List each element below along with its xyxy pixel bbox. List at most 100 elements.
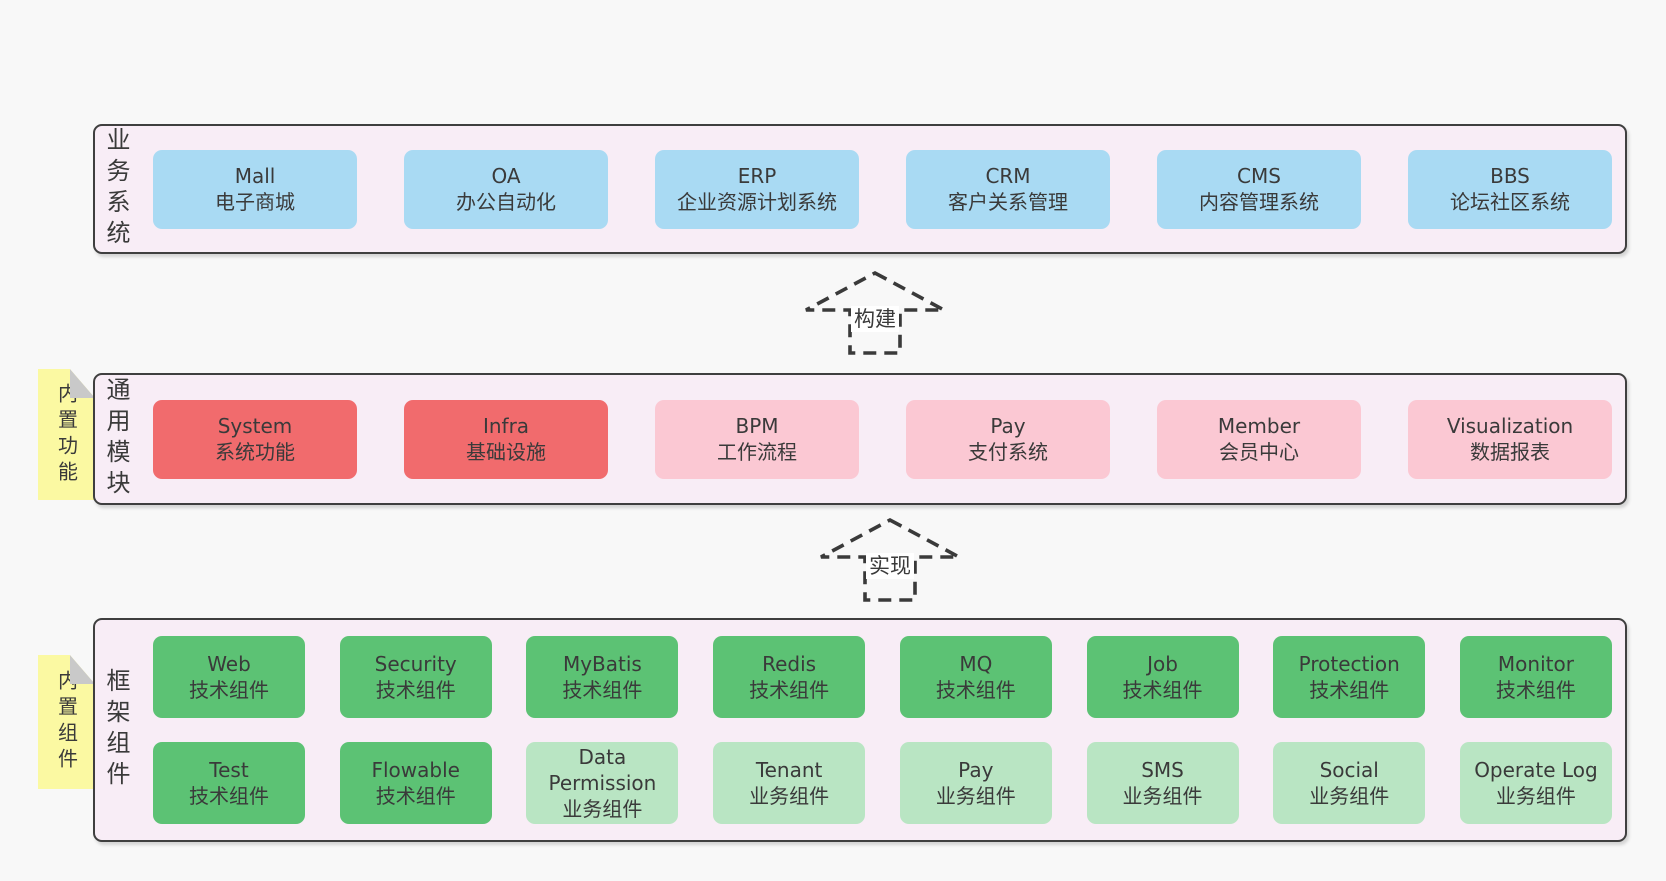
box-subtitle: 技术组件: [562, 678, 643, 702]
box-subtitle: 业务组件: [935, 784, 1016, 808]
box-social: Social 业务组件: [1273, 742, 1426, 824]
layer-business-systems: 业务系统 Mall 电子商城 OA 办公自动化 ERP 企业资源计划系统 CRM…: [93, 124, 1627, 254]
box-title: Mall: [234, 164, 276, 188]
arrow-implement: 实现: [818, 517, 962, 603]
box-crm: CRM 客户关系管理: [906, 149, 1110, 229]
box-title: Web: [207, 652, 251, 676]
box-subtitle: 技术组件: [375, 784, 456, 808]
box-subtitle: 技术组件: [189, 678, 269, 702]
box-title: CMS: [1237, 164, 1281, 188]
layer-label: 业务系统: [102, 127, 130, 251]
box-title: MyBatis: [562, 652, 642, 676]
box-subtitle: 技术组件: [1122, 678, 1203, 702]
box-subtitle: 业务组件: [562, 797, 643, 821]
box-title: Member: [1217, 414, 1301, 438]
layer-content: Web 技术组件 Security 技术组件 MyBatis 技术组件 Redi…: [153, 620, 1612, 840]
box-subtitle: 办公自动化: [456, 190, 556, 214]
box-title: Tenant: [755, 758, 823, 782]
box-subtitle: 技术组件: [189, 784, 269, 808]
box-test: Test 技术组件: [153, 742, 305, 824]
box-title: Redis: [762, 652, 817, 676]
box-subtitle: 数据报表: [1470, 440, 1550, 464]
box-subtitle: 业务组件: [1309, 784, 1390, 808]
box-security: Security 技术组件: [339, 636, 492, 718]
box-subtitle: 工作流程: [717, 440, 797, 464]
arrow-label: 构建: [851, 306, 899, 332]
box-subtitle: 支付系统: [968, 440, 1048, 464]
box-mq: MQ 技术组件: [899, 636, 1052, 718]
box-tenant: Tenant 业务组件: [713, 742, 866, 824]
box-subtitle: 技术组件: [375, 678, 456, 702]
box-subtitle: 技术组件: [1495, 678, 1576, 702]
box-row: Web 技术组件 Security 技术组件 MyBatis 技术组件 Redi…: [153, 636, 1612, 718]
box-visualization: Visualization 数据报表: [1408, 399, 1612, 479]
box-operate-log: Operate Log 业务组件: [1459, 742, 1612, 824]
box-title: Social: [1319, 758, 1379, 782]
box-subtitle: 内容管理系统: [1199, 190, 1319, 214]
box-title: Infra: [482, 414, 530, 438]
box-subtitle: 业务组件: [1122, 784, 1203, 808]
box-mybatis: MyBatis 技术组件: [526, 636, 679, 718]
layer-content: System 系统功能 Infra 基础设施 BPM 工作流程 Pay 支付系统…: [153, 375, 1612, 503]
box-subtitle: 电子商城: [215, 190, 295, 214]
box-title: Security: [374, 652, 457, 676]
dashed-up-arrow-icon: [820, 517, 960, 602]
box-title: Protection: [1298, 652, 1400, 676]
box-subtitle: 企业资源计划系统: [677, 190, 837, 214]
box-bbs: BBS 论坛社区系统: [1408, 149, 1612, 229]
box-pay: Pay 支付系统: [906, 399, 1110, 479]
box-row: System 系统功能 Infra 基础设施 BPM 工作流程 Pay 支付系统…: [153, 399, 1612, 479]
box-title: Operate Log: [1474, 758, 1598, 782]
box-sms: SMS 业务组件: [1086, 742, 1239, 824]
layer-common-modules: 通用模块 System 系统功能 Infra 基础设施 BPM 工作流程 Pay…: [93, 373, 1627, 505]
box-subtitle: 客户关系管理: [948, 190, 1068, 214]
box-subtitle: 会员中心: [1219, 440, 1299, 464]
box-title: CRM: [985, 164, 1031, 188]
sticky-note-built-in-components: 内置组件: [38, 655, 95, 789]
box-title: BPM: [735, 414, 779, 438]
box-redis: Redis 技术组件: [713, 636, 866, 718]
layer-label: 通用模块: [102, 377, 130, 501]
box-subtitle: 业务组件: [749, 784, 830, 808]
box-title: System: [217, 414, 293, 438]
box-subtitle: 技术组件: [1309, 678, 1390, 702]
sticky-note-label: 内置功能: [54, 382, 79, 487]
box-subtitle: 技术组件: [749, 678, 830, 702]
box-title: Flowable: [371, 758, 460, 782]
box-monitor: Monitor 技术组件: [1459, 636, 1612, 718]
box-title: SMS: [1141, 758, 1184, 782]
box-member: Member 会员中心: [1157, 399, 1361, 479]
sticky-note-label: 内置组件: [54, 670, 79, 774]
box-erp: ERP 企业资源计划系统: [655, 149, 859, 229]
box-system: System 系统功能: [153, 399, 357, 479]
layer-framework-components: 框架组件 Web 技术组件 Security 技术组件 MyBatis 技术组件…: [93, 618, 1627, 842]
layer-label: 框架组件: [102, 668, 130, 792]
box-title: Job: [1147, 652, 1178, 676]
box-subtitle: 业务组件: [1495, 784, 1576, 808]
box-title: Monitor: [1497, 652, 1574, 676]
box-title: Test: [209, 758, 249, 782]
box-protection: Protection 技术组件: [1273, 636, 1426, 718]
box-row: Test 技术组件 Flowable 技术组件 Data Permission …: [153, 742, 1612, 824]
box-subtitle: 系统功能: [215, 440, 295, 464]
box-cms: CMS 内容管理系统: [1157, 149, 1361, 229]
box-web: Web 技术组件: [153, 636, 305, 718]
box-data-permission: Data Permission 业务组件: [526, 742, 679, 824]
box-subtitle: 论坛社区系统: [1450, 190, 1570, 214]
sticky-note-built-in-functions: 内置功能: [38, 369, 95, 500]
arrow-build: 构建: [803, 270, 947, 356]
box-bpm: BPM 工作流程: [655, 399, 859, 479]
box-title: Visualization: [1446, 414, 1574, 438]
box-flowable: Flowable 技术组件: [339, 742, 492, 824]
box-subtitle: 技术组件: [935, 678, 1016, 702]
box-title: ERP: [737, 164, 777, 188]
box-title: BBS: [1490, 164, 1530, 188]
arrow-label: 实现: [866, 553, 914, 579]
box-pay-business: Pay 业务组件: [899, 742, 1052, 824]
box-title: Data Permission: [548, 745, 657, 795]
box-subtitle: 基础设施: [466, 440, 546, 464]
box-title: Pay: [958, 758, 994, 782]
box-title: MQ: [959, 652, 993, 676]
dashed-up-arrow-icon: [805, 270, 945, 355]
